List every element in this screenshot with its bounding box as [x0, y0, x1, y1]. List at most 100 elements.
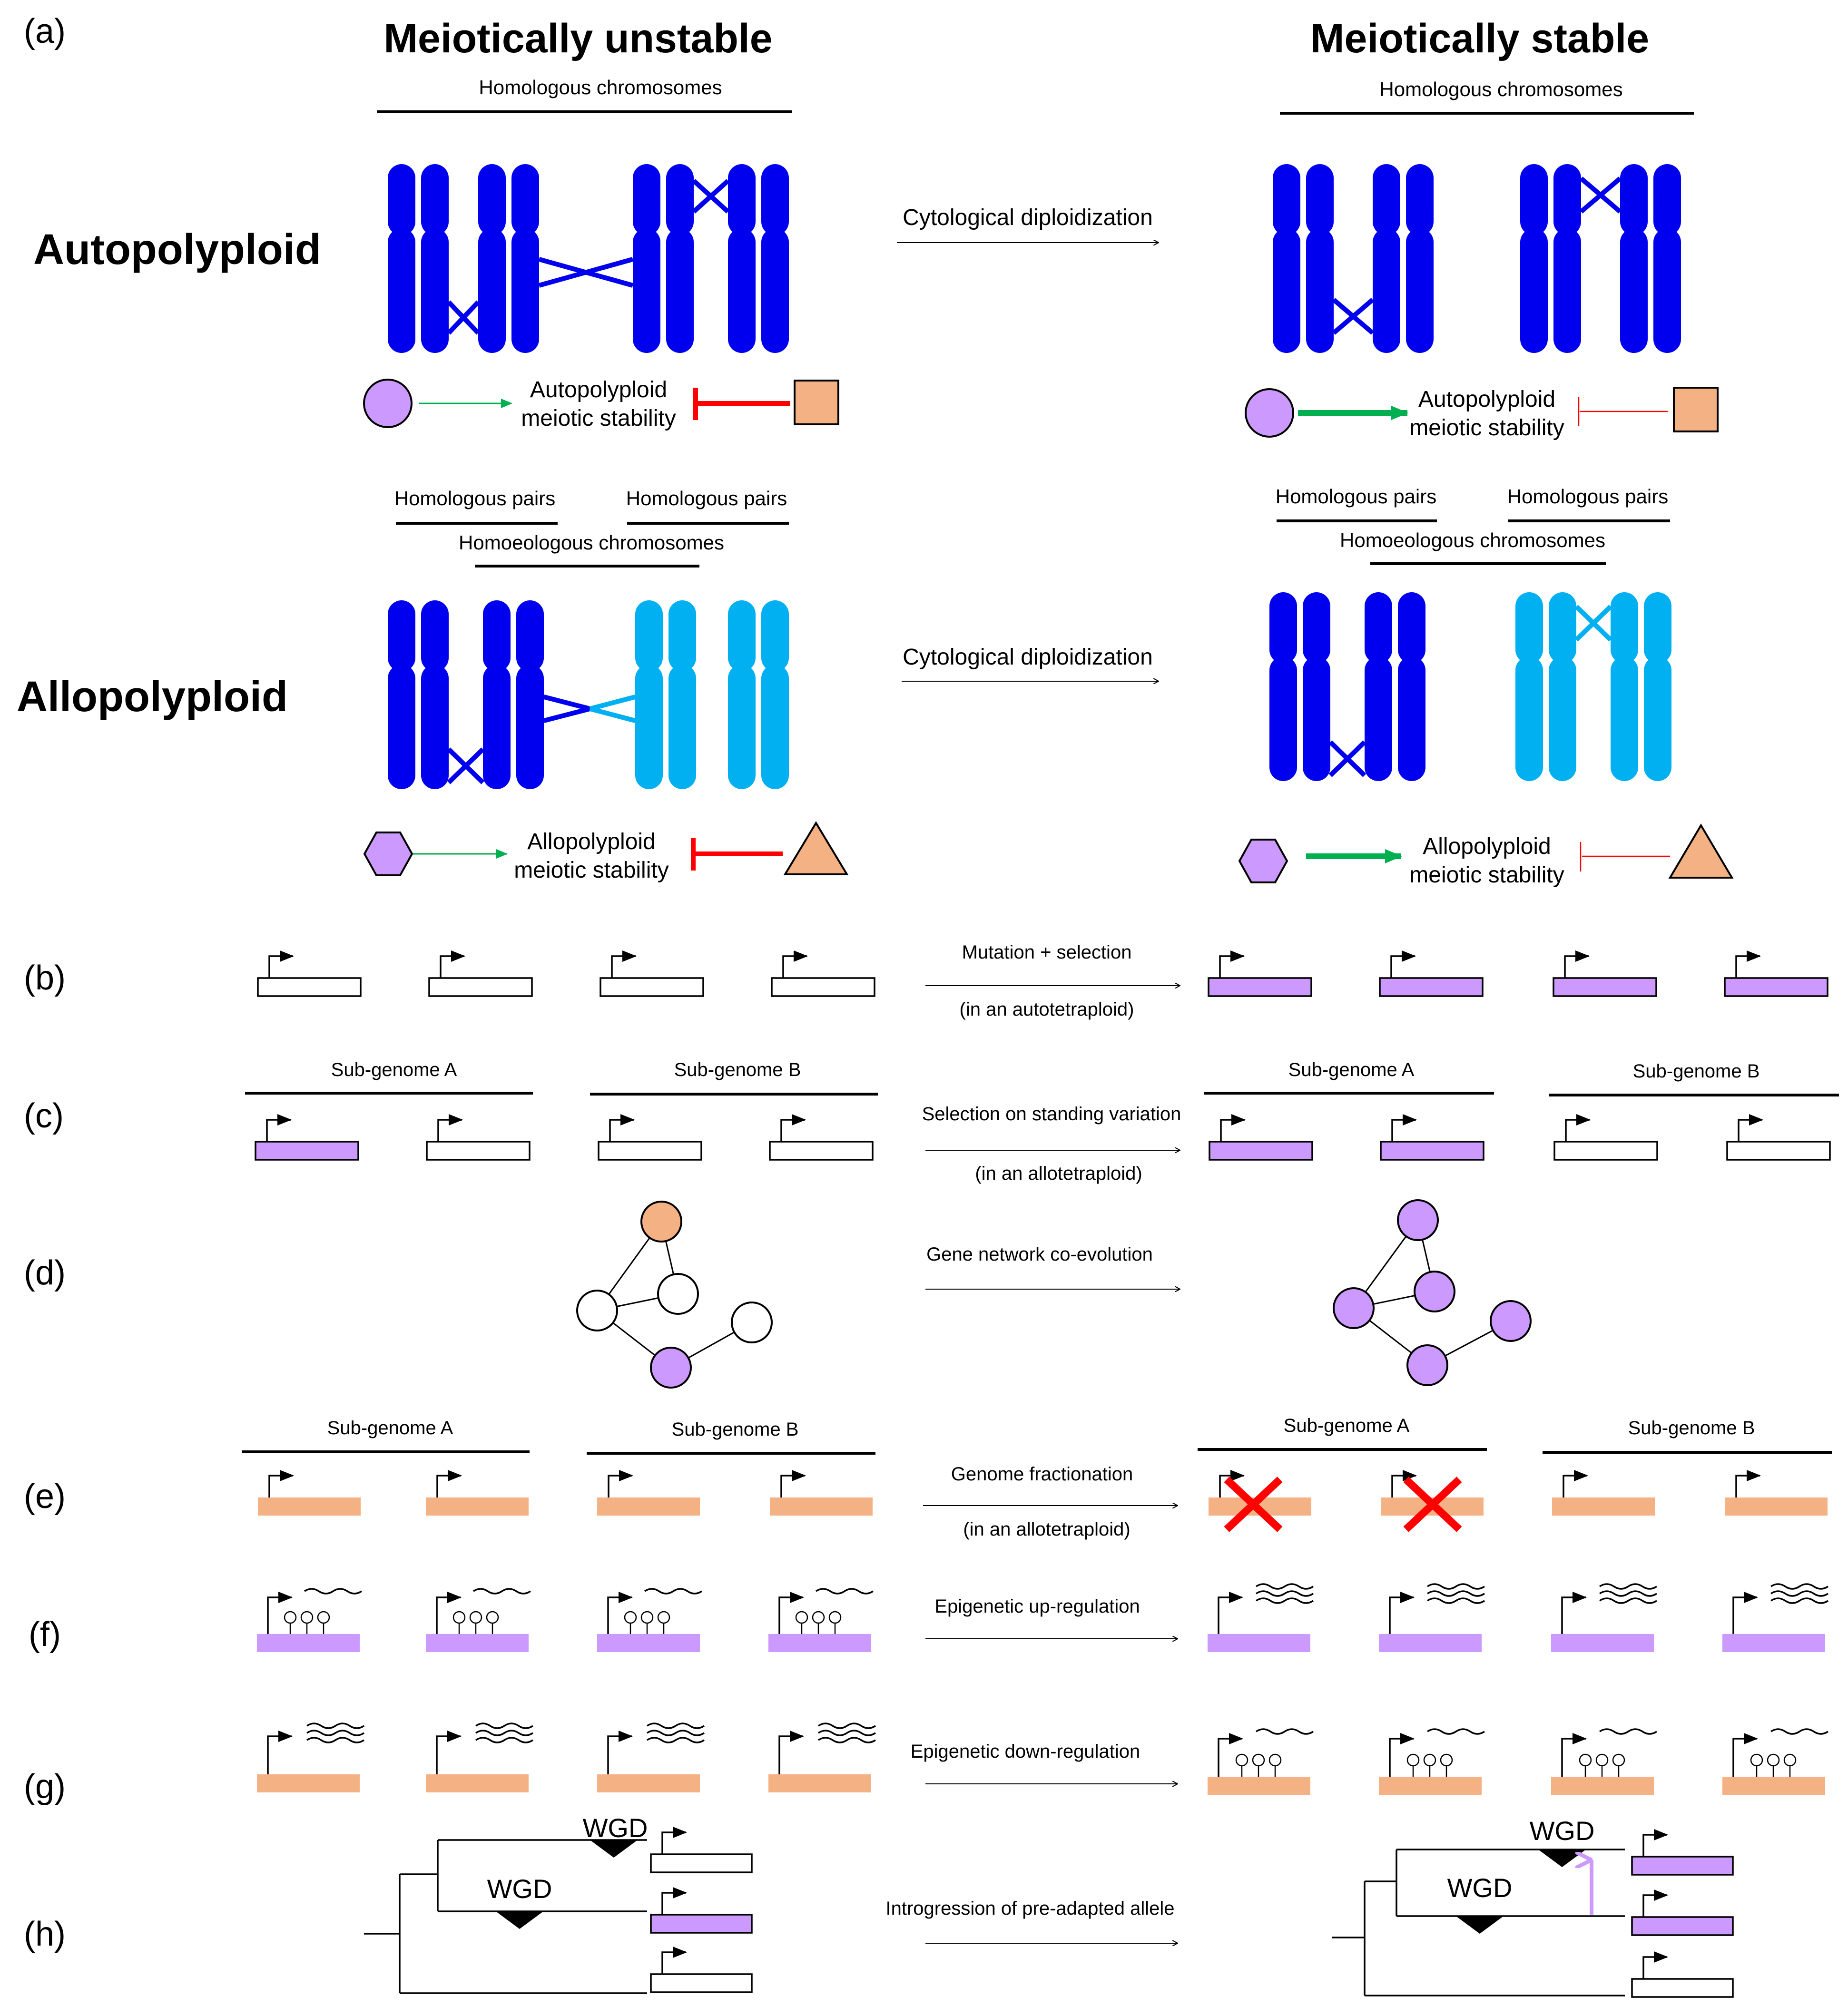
allo-stable-group: Homologous pairs Homologous pairs Homoeo…: [1238, 485, 1734, 888]
allo-stability-text-2: meiotic stability: [514, 858, 668, 883]
network-after: [1333, 1199, 1532, 1386]
panel-label-b: (b): [24, 959, 66, 997]
chromosome-set-auto-unstable: [388, 164, 789, 353]
panel-e-subA-right: Sub-genome A: [1284, 1415, 1410, 1436]
wgd-label-3: WGD: [1530, 1816, 1595, 1846]
arrow-label-auto: Cytological diploidization: [903, 205, 1153, 230]
panel-c-label-1: Selection on standing variation: [922, 1104, 1181, 1125]
promoting-factor-hexagon-stable: [1238, 839, 1288, 883]
panel-d: Gene network co-evolution: [576, 1199, 1532, 1389]
panel-b-label-2: (in an autotetraploid): [960, 999, 1134, 1020]
chromosome-set-auto-stable: [1273, 164, 1681, 353]
chromosome-set-allo-stable-light: [1515, 592, 1671, 781]
panel-e-label-2: (in an allotetraploid): [963, 1519, 1130, 1540]
label-homologous-pairs-3: Homologous pairs: [1276, 485, 1437, 508]
label-homologous-chromosomes: Homologous chromosomes: [479, 76, 722, 98]
panel-c-subA-left: Sub-genome A: [331, 1059, 457, 1080]
label-homologous-chromosomes-stable: Homologous chromosomes: [1379, 78, 1622, 100]
crossover-lines: [447, 179, 730, 335]
inhibiting-factor-triangle: [783, 821, 849, 875]
phylogeny-right: [1332, 1849, 1625, 1996]
promoting-factor-circle: [363, 379, 413, 428]
panel-label-d: (d): [24, 1254, 66, 1292]
promoting-factor-hexagon: [363, 832, 413, 876]
heading-meiotically-unstable: Meiotically unstable: [383, 16, 772, 61]
panel-g-label: Epigenetic down-regulation: [911, 1741, 1140, 1762]
panel-h-label: Introgression of pre-adapted allele: [885, 1898, 1174, 1919]
network-node-2: [657, 1273, 699, 1315]
panel-label-c: (c): [24, 1097, 64, 1135]
allo-crossover-lines: [447, 695, 636, 784]
stability-text-2: meiotic stability: [521, 406, 676, 431]
wgd-triangle-4: [1456, 1916, 1504, 1934]
panel-label-a: (a): [24, 12, 66, 50]
transcript-low-g: [1256, 1728, 1828, 1735]
label-homologous-pairs-4: Homologous pairs: [1507, 485, 1669, 508]
promoting-factor-circle-stable: [1245, 388, 1294, 438]
label-homoeologous-chromosomes-stable: Homoeologous chromosomes: [1340, 529, 1605, 551]
network-node-purple: [650, 1347, 692, 1389]
row-label-autopolyploid: Autopolyploid: [33, 226, 321, 274]
panel-label-e: (e): [24, 1478, 66, 1516]
stability-text-2-stable: meiotic stability: [1409, 415, 1564, 440]
wgd-triangle-2: [496, 1911, 543, 1929]
panel-c: Sub-genome A Sub-genome B Selection on s…: [245, 1059, 1839, 1184]
wgd-triangle-3: [1538, 1850, 1586, 1867]
wgd-label-1: WGD: [583, 1813, 648, 1843]
transcript-low: [304, 1588, 874, 1595]
allo-stability-text-1-stable: Allopolyploid: [1423, 834, 1551, 859]
label-homologous-pairs-2: Homologous pairs: [626, 487, 787, 509]
network-node-3: [731, 1302, 773, 1343]
chromosome-set-allo-stable-dark: [1269, 592, 1425, 781]
deletion-cross-icon: [1224, 1477, 1462, 1532]
chromosome-set-allo-unstable-dark: [388, 600, 544, 789]
stability-text-1: Autopolyploid: [530, 377, 667, 402]
wgd-label-2: WGD: [487, 1874, 552, 1904]
panel-e-subB-right: Sub-genome B: [1628, 1418, 1755, 1439]
panel-label-f: (f): [29, 1615, 61, 1654]
panel-g: Epigenetic down-regulation: [257, 1722, 1828, 1795]
allo-unstable-group: Homologous pairs Homologous pairs Homoeo…: [363, 487, 849, 883]
auto-stable-group: Homologous chromosomes Autopolyploid mei…: [1245, 78, 1719, 440]
gene-b-right: [1208, 950, 1828, 997]
network-node-orange: [640, 1201, 682, 1243]
panel-f: Epigenetic up-regulation: [257, 1583, 1828, 1652]
panel-e-subA-left: Sub-genome A: [327, 1418, 453, 1439]
panel-c-subB-left: Sub-genome B: [674, 1059, 801, 1080]
allo-stability-text-2-stable: meiotic stability: [1409, 862, 1564, 888]
network-node-1: [576, 1290, 618, 1331]
wgd-label-4: WGD: [1447, 1873, 1513, 1903]
inhibiting-factor-triangle-stable: [1668, 823, 1734, 879]
gene-b-left: [257, 950, 875, 997]
panel-d-label: Gene network co-evolution: [926, 1244, 1153, 1265]
panel-b: Mutation + selection (in an autotetraplo…: [257, 942, 1828, 1020]
panel-c-label-2: (in an allotetraploid): [975, 1163, 1142, 1184]
allo-stable-crossovers: [1328, 605, 1612, 777]
panel-e: Sub-genome A Sub-genome B Genome fractio…: [242, 1415, 1832, 1540]
network-before: [576, 1201, 773, 1389]
heading-meiotically-stable: Meiotically stable: [1310, 16, 1649, 61]
label-homoeologous-chromosomes: Homoeologous chromosomes: [459, 531, 724, 554]
panel-c-subB-right: Sub-genome B: [1633, 1061, 1760, 1082]
inhibiting-factor-square: [794, 380, 839, 425]
panel-label-g: (g): [24, 1768, 66, 1806]
panel-label-h: (h): [24, 1915, 66, 1953]
stability-text-1-stable: Autopolyploid: [1418, 387, 1555, 412]
label-homologous-pairs-1: Homologous pairs: [394, 487, 556, 509]
panel-e-label-1: Genome fractionation: [951, 1464, 1133, 1485]
crossover-lines-stable: [1332, 176, 1622, 335]
row-label-allopolyploid: Allopolyploid: [17, 673, 288, 721]
panel-b-label-1: Mutation + selection: [962, 942, 1132, 963]
auto-unstable-group: Homologous chromosomes Autopolyploid mei…: [363, 76, 839, 431]
panel-c-subA-right: Sub-genome A: [1288, 1059, 1415, 1080]
chromosome-set-allo-unstable-light: [635, 600, 789, 789]
allo-stability-text-1: Allopolyploid: [527, 829, 656, 854]
panel-e-subB-left: Sub-genome B: [672, 1419, 799, 1440]
arrow-label-allo: Cytological diploidization: [903, 645, 1153, 670]
inhibiting-factor-square-stable: [1673, 387, 1719, 432]
methylation-marks-g: [1235, 1753, 1797, 1777]
transcript-high: [1256, 1583, 1828, 1604]
wgd-triangle-1: [590, 1840, 638, 1858]
panel-f-label: Epigenetic up-regulation: [934, 1596, 1140, 1617]
methylation-marks: [284, 1611, 842, 1634]
